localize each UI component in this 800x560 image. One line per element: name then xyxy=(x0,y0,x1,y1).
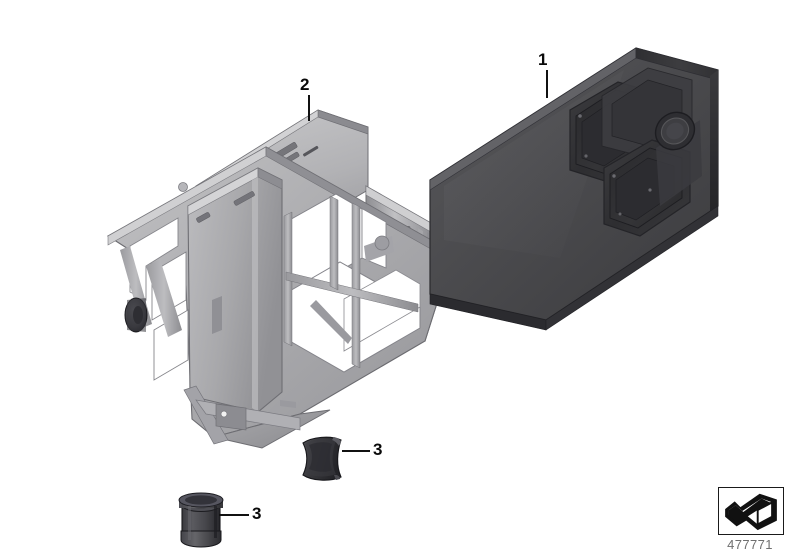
diagram-number: 477771 xyxy=(727,537,773,552)
part-3-rubber-bushing-sleeve xyxy=(178,492,224,548)
part-2-carrier-frame-bracket xyxy=(106,109,439,449)
callout-3-lower-label: 3 xyxy=(252,504,262,523)
callout-1-leader xyxy=(546,70,548,98)
callout-3-upper-label: 3 xyxy=(373,440,383,459)
view-direction-indicator-box xyxy=(718,487,784,535)
callout-3-lower-leader xyxy=(219,514,249,516)
part-2-bushing-seat xyxy=(124,297,148,333)
callout-2-label: 2 xyxy=(300,75,310,94)
part-1-storage-compartment-lid xyxy=(429,47,719,331)
part-3-rubber-bushing-saddle xyxy=(302,436,342,481)
callout-3-upper-leader xyxy=(342,450,370,452)
callout-1-label: 1 xyxy=(538,50,548,69)
part-2-front-panel xyxy=(187,167,283,413)
callout-2-leader xyxy=(308,95,310,121)
part-2-ribs xyxy=(283,195,419,369)
direction-arrow-icon xyxy=(725,493,777,531)
part-1-circular-ring-recess xyxy=(654,111,696,151)
part-2-mounting-foot xyxy=(183,385,331,449)
